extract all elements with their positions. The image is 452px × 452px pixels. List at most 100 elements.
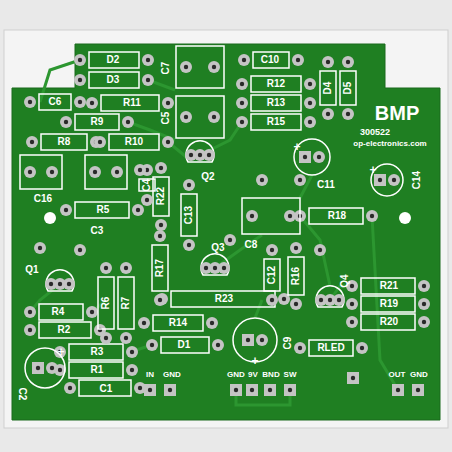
pad	[292, 54, 304, 66]
drill-hole	[213, 266, 217, 270]
drill-hole	[318, 248, 322, 252]
silkscreen-label: R9	[91, 117, 104, 127]
silkscreen-label: R12	[267, 79, 285, 89]
silkscreen-label: R8	[58, 137, 71, 147]
drill-hole	[36, 366, 40, 370]
pad	[24, 96, 36, 108]
drill-hole	[124, 266, 128, 270]
pad	[74, 96, 86, 108]
components	[20, 46, 430, 396]
drill-hole	[142, 321, 146, 325]
drill-hole	[246, 338, 250, 342]
pad	[46, 166, 58, 178]
drill-hole	[38, 246, 42, 250]
pad	[63, 278, 75, 290]
component-body	[41, 134, 87, 150]
drill-hole	[187, 243, 191, 247]
pad	[294, 174, 306, 186]
pad	[342, 56, 354, 68]
drill-hole	[350, 320, 354, 324]
square-pad	[264, 384, 276, 396]
silkscreen-label: R3	[91, 347, 104, 357]
component-body	[361, 314, 415, 330]
component-body	[161, 337, 209, 353]
film-capacitor-outline	[242, 198, 300, 234]
component-body	[69, 362, 123, 378]
pad	[183, 179, 195, 191]
pad	[74, 74, 86, 86]
silkscreen-label: C8	[245, 240, 258, 250]
component-body	[320, 71, 336, 105]
component-body	[118, 277, 134, 329]
silkscreen-label: OUT	[389, 371, 406, 379]
component-body	[79, 380, 131, 396]
drill-hole	[58, 368, 62, 372]
silkscreen-label: R13	[267, 98, 285, 108]
square-pad	[347, 372, 359, 384]
drill-hole	[58, 282, 62, 286]
drill-hole	[138, 168, 142, 172]
component-body	[171, 291, 275, 307]
pad	[183, 239, 195, 251]
drill-hole	[242, 58, 246, 62]
transistor-outline	[186, 141, 214, 162]
silkscreen-label: R21	[380, 281, 398, 291]
silkscreen-label: GND	[227, 371, 245, 379]
drill-hole	[138, 386, 142, 390]
drill-hole	[346, 60, 350, 64]
square-pad	[144, 384, 156, 396]
component-body	[75, 114, 119, 130]
drill-hole	[168, 388, 172, 392]
component-body	[309, 208, 363, 224]
drill-hole	[396, 388, 400, 392]
film-capacitor-outline	[20, 155, 62, 189]
drill-hole	[49, 282, 53, 286]
silkscreen-label: +	[57, 346, 64, 358]
pad	[304, 116, 316, 128]
drill-hole	[422, 320, 426, 324]
component-body	[264, 259, 280, 291]
pad	[60, 116, 72, 128]
silkscreen-label: GND	[410, 371, 428, 379]
component-body	[89, 52, 139, 68]
pad	[366, 210, 378, 222]
component-body	[89, 72, 139, 88]
drill-hole	[422, 302, 426, 306]
drill-hole	[240, 120, 244, 124]
drill-hole	[296, 58, 300, 62]
component-body	[39, 94, 71, 110]
film-capacitor-outline	[176, 46, 224, 88]
drill-hole	[78, 78, 82, 82]
electrolytic-capacitor	[294, 139, 330, 175]
drill-hole	[308, 101, 312, 105]
drill-hole	[50, 366, 54, 370]
pad	[212, 339, 224, 351]
square-pad	[299, 151, 311, 163]
board-frame	[4, 30, 448, 428]
silkscreen-label: D2	[107, 55, 120, 65]
silkscreen-label: C3	[91, 226, 104, 236]
pad	[142, 74, 154, 86]
drill-hole	[166, 140, 170, 144]
drill-hole	[282, 297, 286, 301]
drill-hole	[350, 284, 354, 288]
drill-hole	[294, 246, 298, 250]
pad	[132, 204, 144, 216]
pad	[333, 294, 345, 306]
component-body	[361, 278, 415, 294]
pad	[138, 317, 150, 329]
pad	[236, 97, 248, 109]
drill-hole	[136, 208, 140, 212]
drill-hole	[166, 101, 170, 105]
square-pad	[242, 334, 254, 346]
drill-hole	[298, 178, 302, 182]
silkscreen-label: D1	[178, 340, 191, 350]
silkscreen-label: D3	[107, 75, 120, 85]
pad	[162, 136, 174, 148]
pad	[126, 346, 138, 358]
component-body	[139, 179, 155, 191]
pad	[322, 56, 334, 68]
component-body	[181, 194, 197, 236]
silkscreen-label: R11	[123, 98, 141, 108]
pad	[46, 362, 58, 374]
